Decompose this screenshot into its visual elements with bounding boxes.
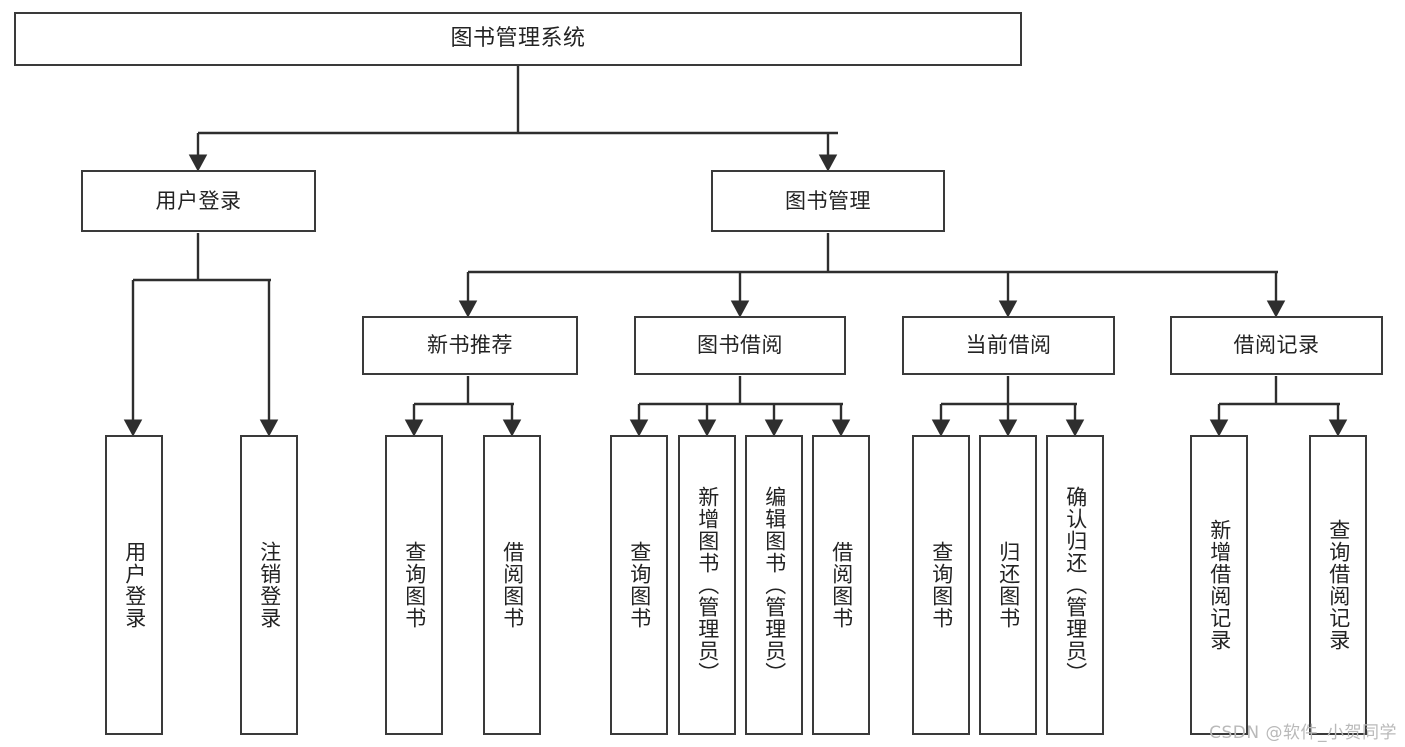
node-root-book-management-system[interactable]: 图书管理系统	[14, 12, 1022, 66]
node-label: 注销登录	[257, 541, 282, 629]
leaf-book-borrow-borrow-book[interactable]: 借阅图书	[812, 435, 870, 735]
node-book-borrow[interactable]: 图书借阅	[634, 316, 846, 375]
node-book-management[interactable]: 图书管理	[711, 170, 945, 232]
node-label: 当前借阅	[965, 333, 1052, 358]
node-label: 编辑图书（管理员）	[762, 486, 787, 684]
node-label: 查询图书	[627, 541, 652, 629]
watermark-text: CSDN @软件_小贺同学	[1209, 723, 1397, 743]
leaf-current-borrow-query-book[interactable]: 查询图书	[912, 435, 970, 735]
leaf-borrow-record-query-record[interactable]: 查询借阅记录	[1309, 435, 1367, 735]
leaf-user-login[interactable]: 用户登录	[105, 435, 163, 735]
node-label: 图书借阅	[697, 333, 783, 358]
leaf-book-borrow-query-book[interactable]: 查询图书	[610, 435, 668, 735]
leaf-book-borrow-edit-book-admin[interactable]: 编辑图书（管理员）	[745, 435, 803, 735]
leaf-borrow-record-add-record[interactable]: 新增借阅记录	[1190, 435, 1248, 735]
node-new-book-recommend[interactable]: 新书推荐	[362, 316, 578, 375]
node-label: 用户登录	[122, 541, 147, 629]
node-label: 图书管理系统	[450, 25, 586, 51]
node-label: 查询图书	[929, 541, 954, 629]
node-label: 借阅记录	[1233, 333, 1320, 358]
node-label: 查询借阅记录	[1326, 519, 1351, 651]
leaf-current-borrow-return-book[interactable]: 归还图书	[979, 435, 1037, 735]
node-label: 用户登录	[155, 188, 242, 213]
node-label: 图书管理	[785, 188, 871, 213]
node-label: 归还图书	[996, 541, 1021, 629]
node-label: 借阅图书	[829, 541, 854, 629]
node-label: 借阅图书	[500, 541, 525, 629]
node-label: 新书推荐	[427, 333, 513, 358]
node-user-login[interactable]: 用户登录	[81, 170, 316, 232]
node-label: 新增借阅记录	[1207, 519, 1232, 651]
leaf-current-borrow-confirm-return-admin[interactable]: 确认归还（管理员）	[1046, 435, 1104, 735]
node-label: 查询图书	[402, 541, 427, 629]
leaf-new-book-borrow-book[interactable]: 借阅图书	[483, 435, 541, 735]
leaf-logout-login[interactable]: 注销登录	[240, 435, 298, 735]
leaf-book-borrow-add-book-admin[interactable]: 新增图书（管理员）	[678, 435, 736, 735]
leaf-new-book-query-book[interactable]: 查询图书	[385, 435, 443, 735]
node-label: 确认归还（管理员）	[1063, 486, 1088, 684]
node-label: 新增图书（管理员）	[695, 486, 720, 684]
node-current-borrow[interactable]: 当前借阅	[902, 316, 1115, 375]
node-borrow-record[interactable]: 借阅记录	[1170, 316, 1383, 375]
